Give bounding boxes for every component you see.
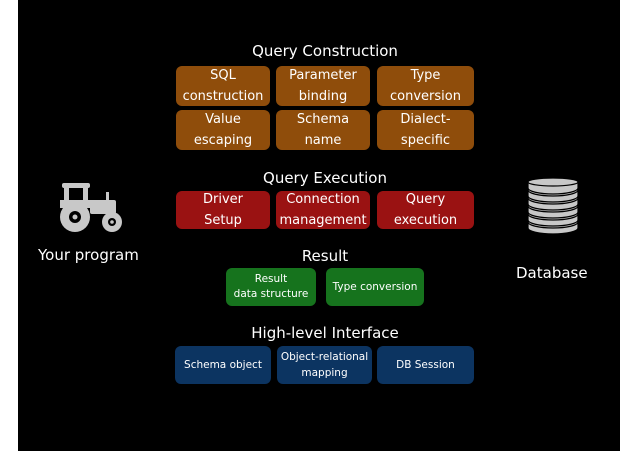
query-execution-title: Query Execution: [263, 169, 387, 187]
your-program-label: Your program: [38, 246, 139, 264]
dialect-specific-box: Dialect- specific: [377, 110, 474, 150]
parameter-binding-box: Parameter binding: [276, 66, 370, 106]
result-type-conversion-box: Type conversion: [326, 268, 424, 306]
driver-setup-box: Driver Setup: [176, 191, 270, 229]
database-label: Database: [516, 264, 588, 282]
schema-object-box: Schema object: [175, 346, 271, 384]
database-icon: [527, 178, 579, 235]
query-construction-title: Query Construction: [252, 42, 398, 60]
tractor-icon: [60, 183, 122, 232]
type-conversion-box: Type conversion: [377, 66, 474, 106]
result-title: Result: [301, 247, 349, 265]
sql-construction-box: SQL construction: [176, 66, 270, 106]
value-escaping-box: Value escaping: [176, 110, 270, 150]
object-relational-mapping-box: Object-relational mapping: [277, 346, 372, 384]
connection-management-box: Connection management: [276, 191, 370, 229]
query-execution-box: Query execution: [377, 191, 474, 229]
schema-name-box: Schema name: [276, 110, 370, 150]
result-data-structure-box: Result data structure: [226, 268, 316, 306]
db-session-box: DB Session: [377, 346, 474, 384]
high-level-interface-title: High-level Interface: [251, 324, 399, 342]
slide: Query Construction SQL construction Para…: [18, 0, 620, 451]
